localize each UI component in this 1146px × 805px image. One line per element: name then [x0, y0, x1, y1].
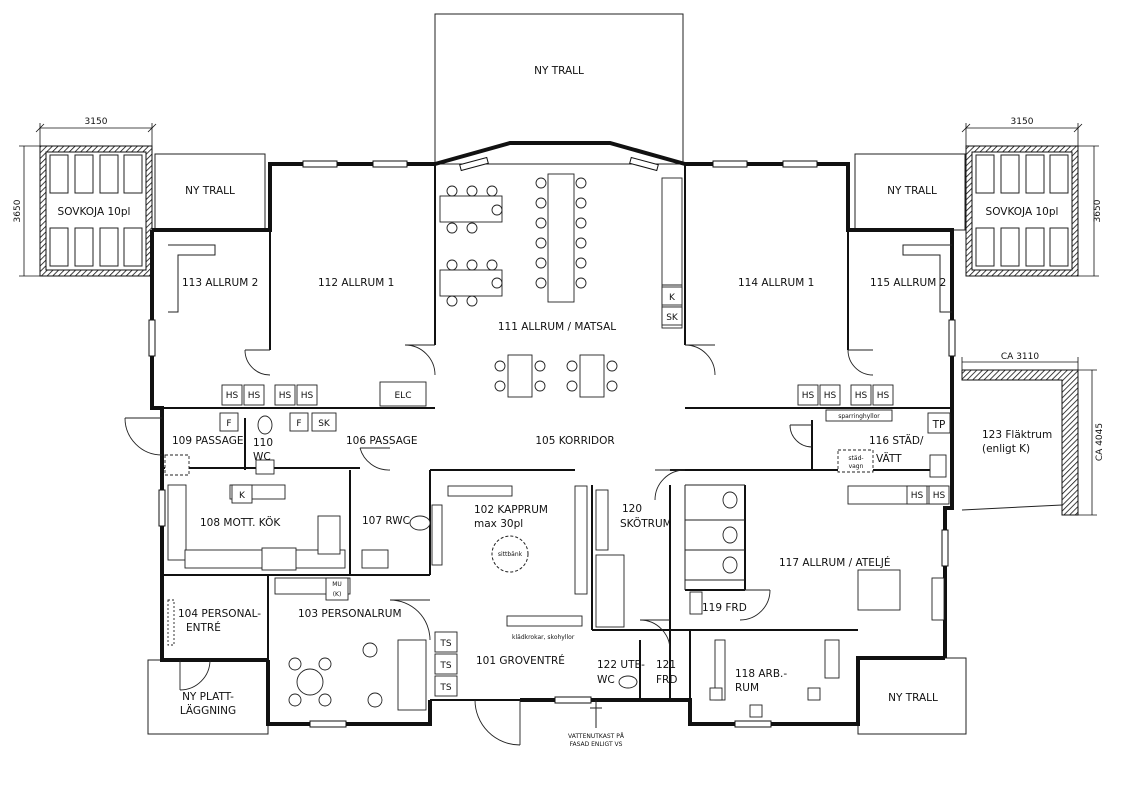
label-mu-k: (K): [333, 591, 342, 598]
terrace-right: NY TRALL: [854, 153, 966, 231]
label-terrace-bottom-right: NY TRALL: [888, 692, 938, 704]
label-sk-1: SK: [318, 419, 331, 429]
label-terrace-right: NY TRALL: [887, 185, 937, 197]
label-paving-line2: LÄGGNING: [180, 704, 236, 717]
label-tp: TP: [932, 419, 946, 431]
label-room-118-line2: RUM: [735, 682, 759, 694]
label-room-102-line1: 102 KAPPRUM: [474, 504, 548, 516]
label-room-107: 107 RWC: [362, 515, 410, 527]
side-room-furniture: sittbänk klädkrokar, skohyllor städ- vag…: [164, 244, 952, 718]
label-room-123-line1: 123 Fläktrum: [982, 429, 1052, 441]
label-room-102-line2: max 30pl: [474, 518, 523, 530]
label-room-108: 108 MOTT. KÖK: [200, 516, 281, 529]
cabin-right: SOVKOJA 10pl: [965, 145, 1079, 277]
label-room-101: 101 GROVENTRÉ: [476, 654, 565, 667]
label-room-122-line2: WC: [597, 674, 615, 686]
label-cabin-right: SOVKOJA 10pl: [986, 206, 1059, 218]
label-hs-2: HS: [248, 391, 261, 401]
label-room-110-line2: WC: [253, 451, 271, 463]
interior-walls: [162, 164, 952, 700]
label-water-line2: FASAD ENLIGT VS: [570, 741, 623, 748]
label-room-120-line2: SKÖTRUM: [620, 517, 672, 530]
label-room-122-line1: 122 UTE-: [597, 659, 645, 671]
label-hs-4: HS: [301, 391, 314, 401]
dim-fan-room-width: CA 3110: [1001, 352, 1039, 362]
label-room-116-line1: 116 STÄD/: [869, 434, 924, 447]
label-hs-8: HS: [877, 391, 890, 401]
label-room-120-line1: 120: [622, 503, 642, 515]
dim-cabin-left-depth: 3650: [13, 199, 23, 222]
dim-cabin-right-width: 3150: [1011, 117, 1034, 127]
label-room-111: 111 ALLRUM / MATSAL: [498, 321, 616, 333]
label-room-117: 117 ALLRUM / ATELJÉ: [779, 556, 891, 569]
label-room-112: 112 ALLRUM 1: [318, 277, 394, 289]
label-stad-vagn-1: städ-: [848, 455, 863, 462]
label-cabin-left: SOVKOJA 10pl: [58, 206, 131, 218]
label-room-116-line2: VÄTT: [876, 452, 902, 465]
label-room-103: 103 PERSONALRUM: [298, 608, 402, 620]
label-ts-2: TS: [439, 661, 451, 671]
label-hs-9: HS: [911, 491, 924, 501]
label-hs-6: HS: [824, 391, 837, 401]
label-room-106: 106 PASSAGE: [346, 435, 418, 447]
label-hs-7: HS: [855, 391, 868, 401]
label-hs-5: HS: [802, 391, 815, 401]
label-sittbank: sittbänk: [498, 551, 523, 558]
label-terrace-top: NY TRALL: [534, 65, 584, 77]
label-skohyllor: klädkrokar, skohyllor: [512, 634, 575, 641]
label-room-104-line1: 104 PERSONAL-: [178, 608, 261, 620]
label-sparringhyllor: sparringhyllor: [838, 413, 880, 420]
label-ts-3: TS: [439, 683, 451, 693]
dim-cabin-left-width: 3150: [85, 117, 108, 127]
label-stad-vagn-2: vagn: [849, 463, 864, 470]
windows: [148, 156, 956, 728]
label-room-109: 109 PASSAGE: [172, 435, 244, 447]
fixture-boxes: HS HS HS HS HS HS HS HS HS HS F F SK SK …: [219, 286, 951, 697]
terrace-left: NY TRALL: [154, 153, 266, 231]
label-room-105: 105 KORRIDOR: [535, 435, 614, 447]
label-hs-10: HS: [933, 491, 946, 501]
label-room-114: 114 ALLRUM 1: [738, 277, 814, 289]
label-hs-1: HS: [226, 391, 239, 401]
label-sk-2: SK: [666, 313, 679, 323]
cabin-left: SOVKOJA 10pl: [39, 145, 153, 277]
doors: [124, 344, 874, 746]
label-room-119: 119 FRD: [702, 602, 747, 614]
water-outlet-note: VATTENUTKAST PÅ FASAD ENLIGT VS: [568, 700, 625, 748]
label-room-118-line1: 118 ARB.-: [735, 668, 787, 680]
dim-fan-room-depth: CA 4045: [1095, 423, 1105, 461]
label-room-121-line2: FRD: [656, 674, 677, 686]
dim-cabin-right-depth: 3650: [1093, 199, 1103, 222]
label-elc: ELC: [395, 391, 412, 401]
label-k-1: K: [669, 293, 676, 303]
label-room-115: 115 ALLRUM 2: [870, 277, 946, 289]
label-f-1: F: [226, 419, 231, 429]
label-k-2: K: [239, 491, 246, 501]
label-room-104-line2: ENTRÉ: [186, 621, 221, 634]
label-paving-line1: NY PLATT-: [182, 691, 234, 703]
label-room-123-line2: (enligt K): [982, 443, 1030, 455]
room-labels: 113 ALLRUM 2 112 ALLRUM 1 111 ALLRUM / M…: [172, 277, 946, 694]
room-123-fan-room: 123 Fläktrum (enligt K): [961, 369, 1079, 516]
terrace-top: NY TRALL: [434, 13, 684, 165]
paving-bottom-left: NY PLATT- LÄGGNING: [147, 659, 269, 735]
label-mu: MU: [332, 581, 342, 588]
label-ts-1: TS: [439, 639, 451, 649]
label-water-line1: VATTENUTKAST PÅ: [568, 733, 625, 740]
label-hs-3: HS: [279, 391, 292, 401]
label-f-2: F: [296, 419, 301, 429]
label-room-113: 113 ALLRUM 2: [182, 277, 258, 289]
dining-furniture: [439, 173, 683, 398]
label-room-110-line1: 110: [253, 437, 273, 449]
label-terrace-left: NY TRALL: [185, 185, 235, 197]
terrace-bottom-right: NY TRALL: [857, 657, 967, 735]
dimension-lines: 3150 3650 3150 3650 CA 3110 CA 4045: [13, 117, 1105, 516]
label-room-121-line1: 121: [656, 659, 676, 671]
